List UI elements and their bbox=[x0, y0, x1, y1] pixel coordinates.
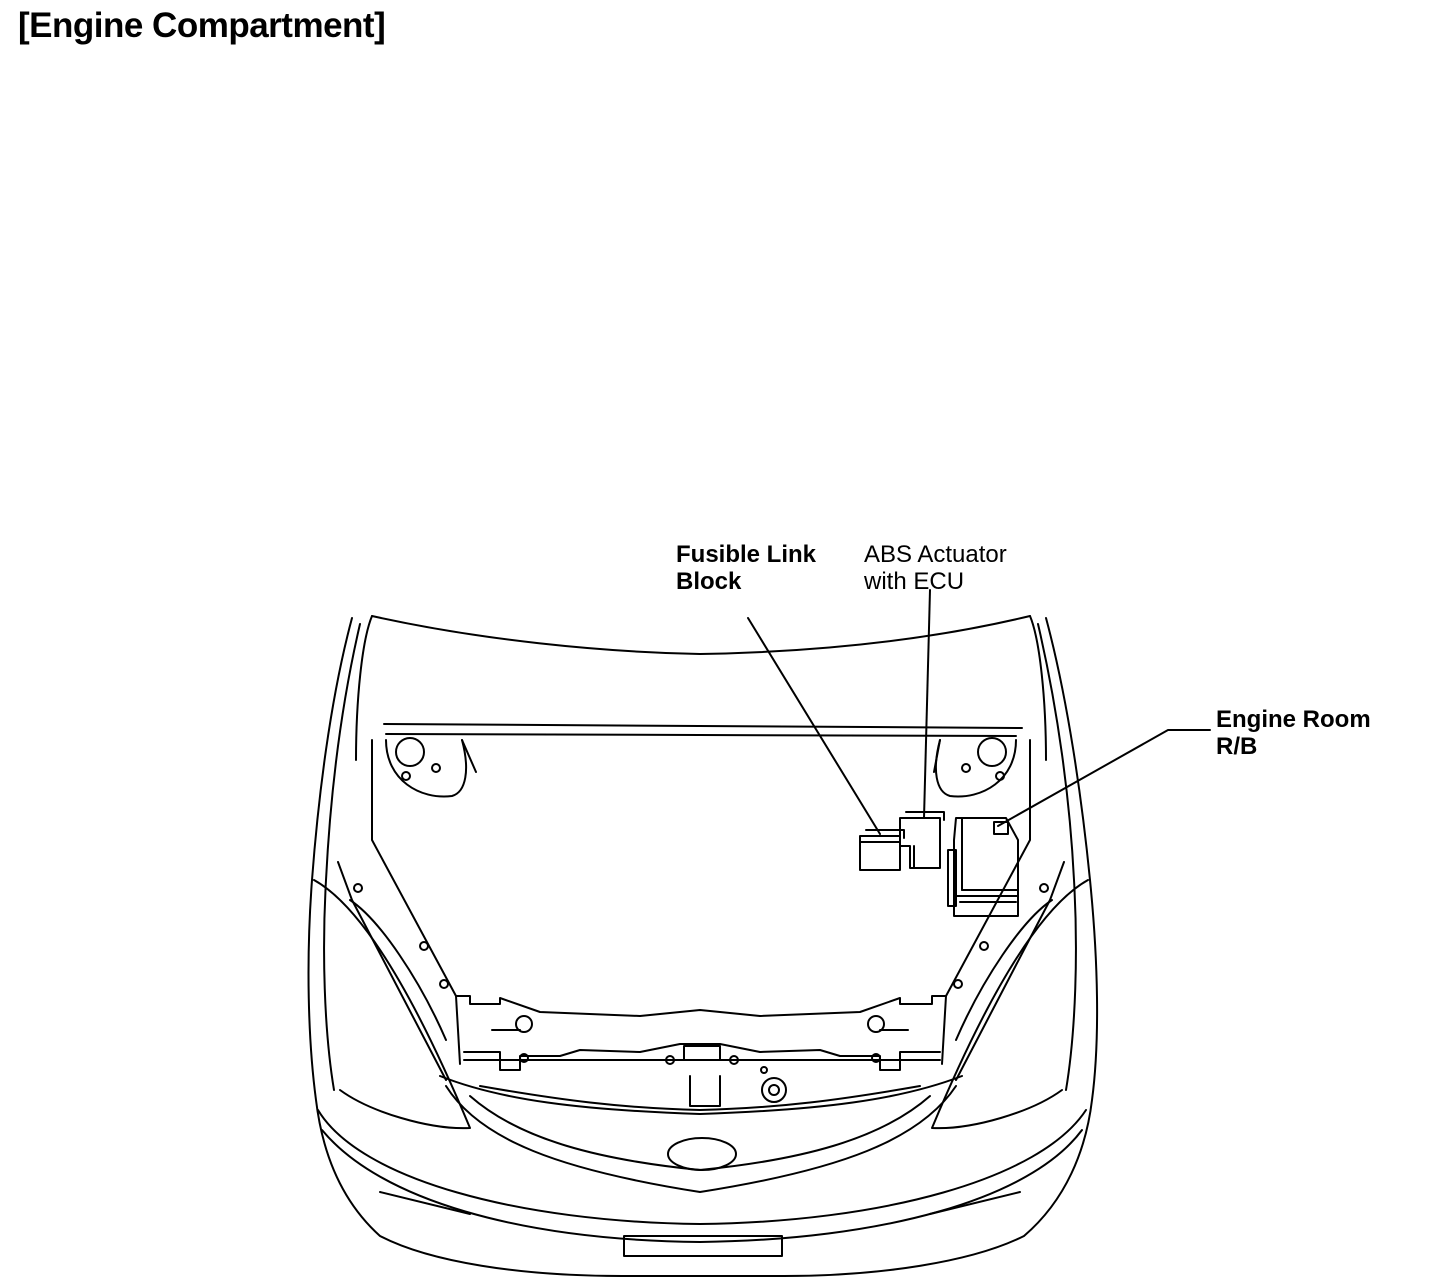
callout-fusible-link-block-line1: Fusible Link bbox=[676, 541, 817, 568]
leader-lines bbox=[747, 589, 1211, 835]
grille bbox=[439, 1075, 963, 1193]
callout-engine-room-rb: Engine Room R/B bbox=[1216, 706, 1371, 760]
abs-actuator-part bbox=[899, 811, 945, 869]
headlights bbox=[313, 861, 1089, 1130]
callout-engine-room-rb-line1: Engine Room bbox=[1216, 706, 1371, 733]
leader-abs-actuator bbox=[923, 589, 931, 819]
callout-fusible-link-block: Fusible Link Block bbox=[676, 541, 816, 595]
callout-abs-actuator-line2: with ECU bbox=[864, 568, 965, 595]
radiator-support bbox=[455, 995, 947, 1107]
fusible-link-block-part bbox=[859, 829, 905, 871]
leader-engine-room-rb bbox=[997, 729, 1211, 827]
callout-abs-actuator: ABS Actuator with ECU bbox=[864, 541, 1007, 595]
callout-fusible-link-block-line2: Block bbox=[676, 568, 742, 595]
car-body-outline bbox=[307, 617, 1099, 1277]
engine-room-rb-part bbox=[947, 817, 1019, 917]
hood-opening bbox=[355, 615, 1047, 761]
callout-abs-actuator-line1: ABS Actuator bbox=[864, 541, 1007, 568]
leader-fusible-link-block bbox=[747, 617, 881, 835]
callout-engine-room-rb-line2: R/B bbox=[1216, 733, 1258, 760]
page-title: [Engine Compartment] bbox=[18, 6, 386, 45]
